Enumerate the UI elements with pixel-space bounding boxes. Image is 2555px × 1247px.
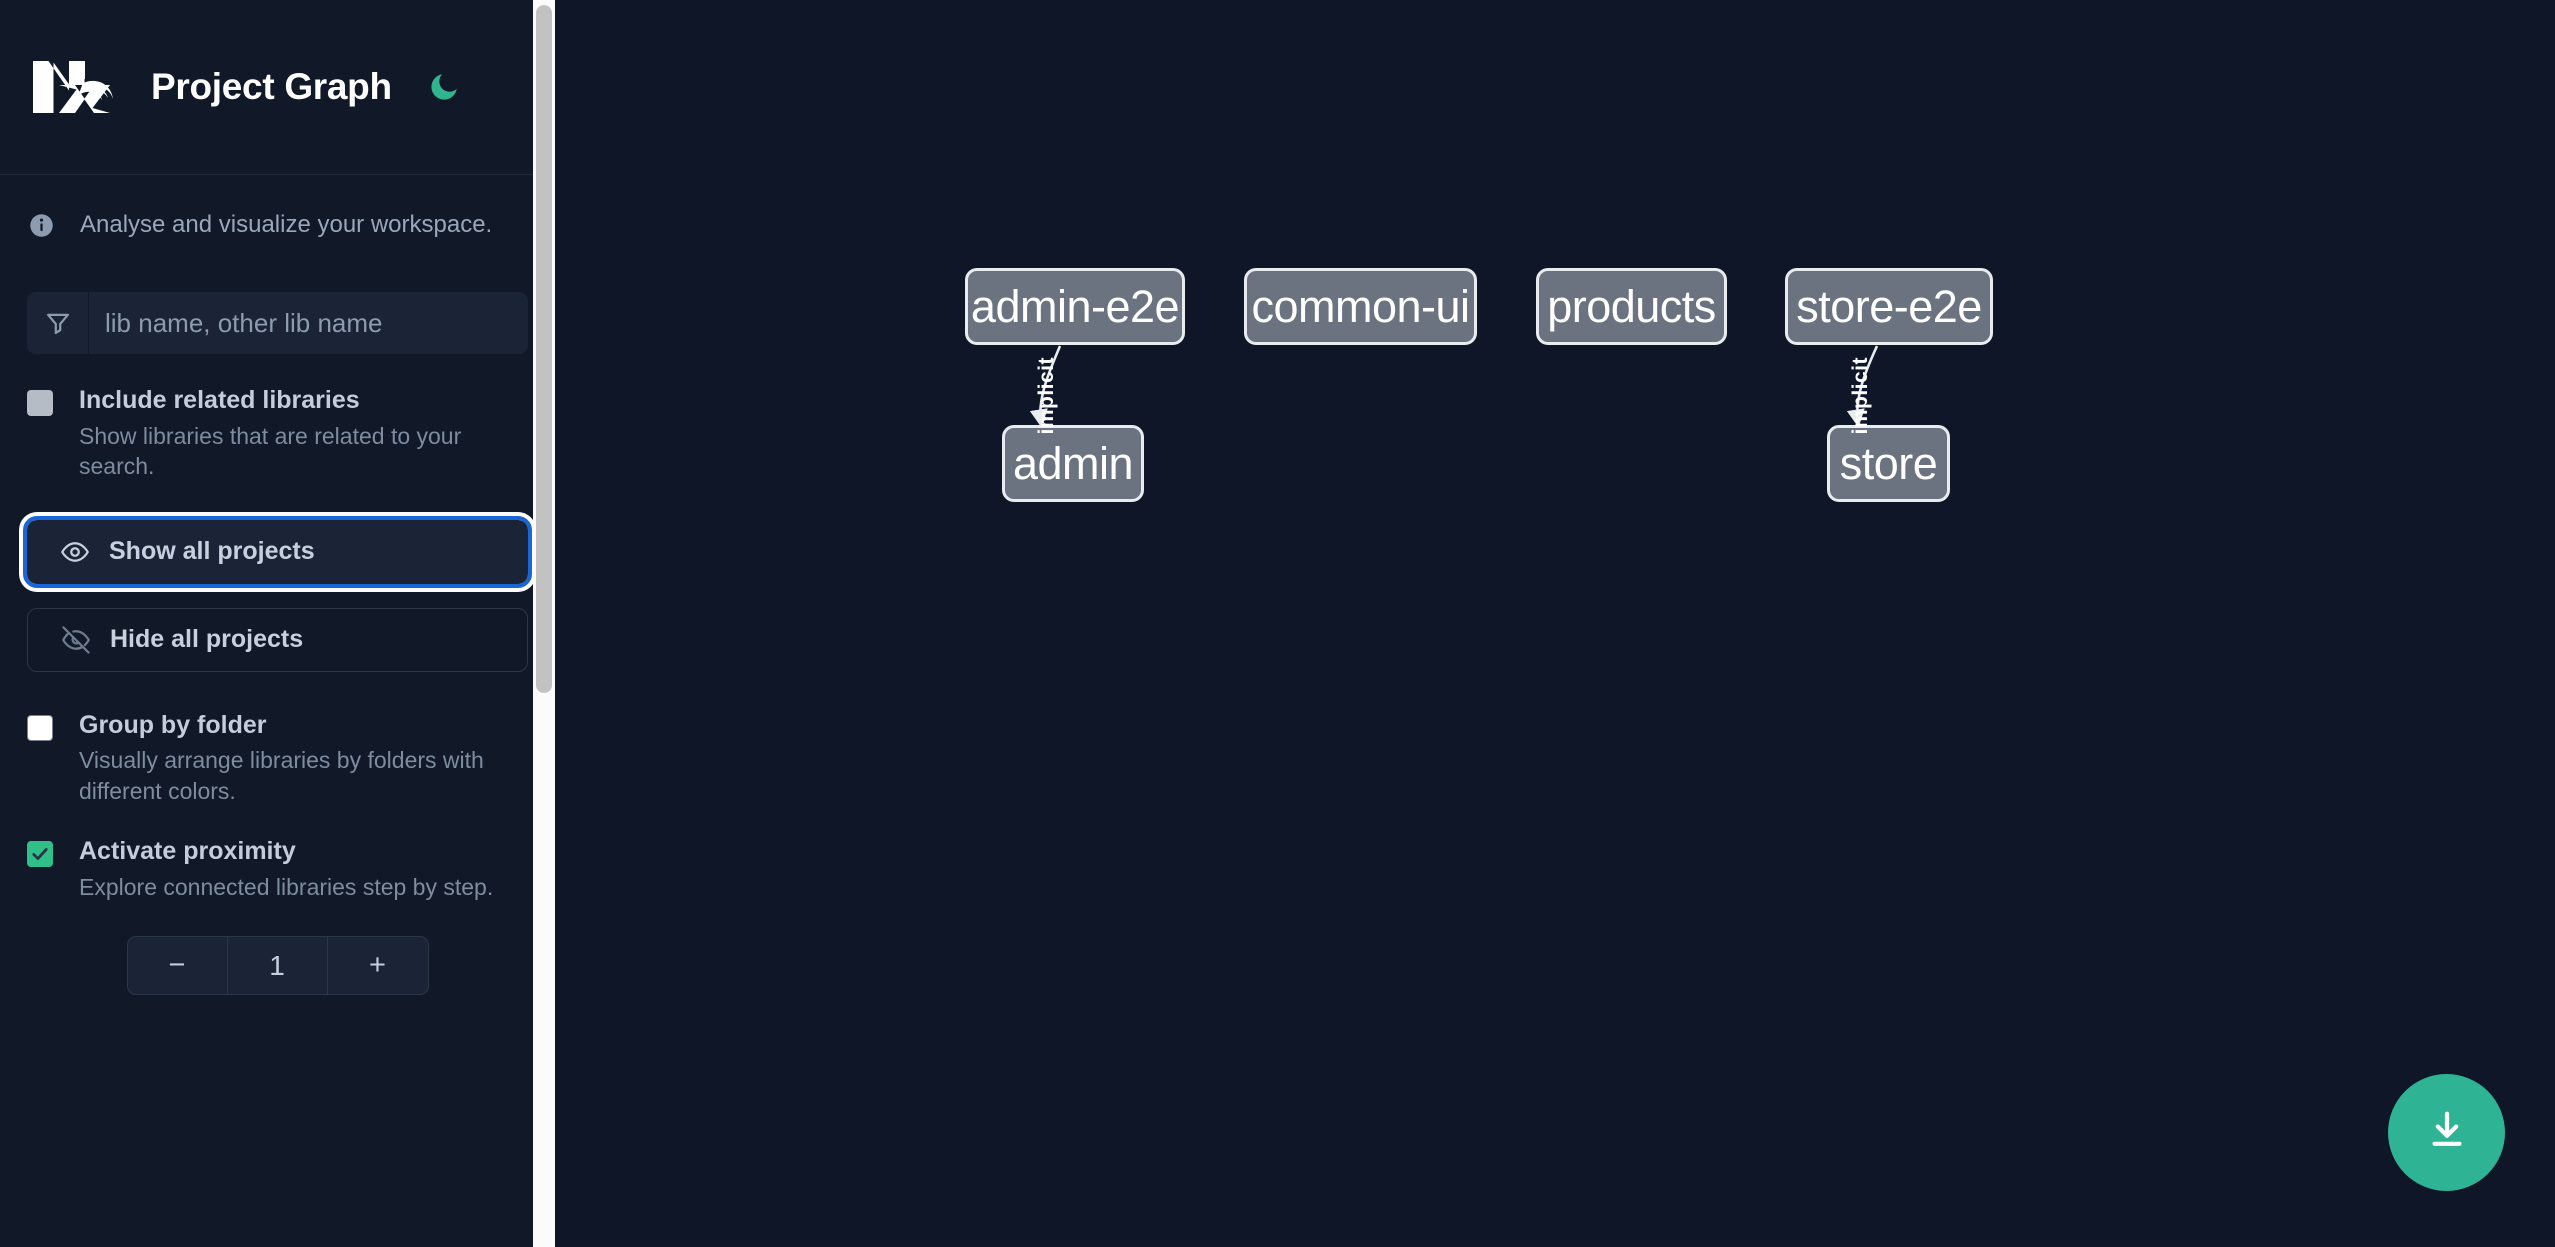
- download-graph-button[interactable]: [2388, 1074, 2505, 1191]
- graph-edges: [1029, 345, 1879, 428]
- graph-node-label: admin: [1012, 437, 1134, 489]
- sidebar-tagline: Analyse and visualize your workspace.: [0, 175, 555, 275]
- graph-node-admin[interactable]: admin: [1002, 425, 1144, 502]
- stepper-value: 1: [228, 937, 328, 995]
- checkbox-include-related-libraries[interactable]: [27, 390, 53, 416]
- option-title: Group by folder: [79, 710, 267, 739]
- graph-canvas[interactable]: admin-e2e common-ui products store-e2e admin…: [555, 0, 2555, 1247]
- edge-label-admin-e2e__admin: implicit: [1035, 357, 1058, 435]
- filter-funnel-icon: [27, 292, 89, 354]
- graph-node-common-ui[interactable]: common-ui: [1244, 268, 1477, 345]
- option-title: Include related libraries: [79, 386, 360, 414]
- page-title: Project Graph: [151, 66, 392, 107]
- hide-all-projects-label: Hide all projects: [110, 625, 304, 654]
- proximity-stepper: − 1 +: [126, 936, 429, 996]
- graph-node-products[interactable]: products: [1536, 268, 1727, 345]
- search-input[interactable]: [89, 292, 528, 354]
- option-include-related-libraries[interactable]: Include related libraries Show libraries…: [27, 385, 528, 482]
- sidebar-header: Project Graph: [0, 0, 555, 175]
- graph-node-label: store: [1839, 437, 1938, 489]
- option-texts: Activate proximity Explore connected lib…: [79, 836, 493, 902]
- graph-node-label: admin-e2e: [970, 280, 1180, 332]
- info-icon: [28, 212, 55, 239]
- sidebar: Project Graph Analyse and visualize your…: [0, 0, 555, 1247]
- checkbox-activate-proximity[interactable]: [27, 841, 53, 868]
- download-icon: [2424, 1107, 2470, 1158]
- option-description: Explore connected libraries step by step…: [79, 873, 494, 900]
- option-texts: Include related libraries Show libraries…: [79, 385, 528, 482]
- stepper-decrement-button[interactable]: −: [128, 937, 228, 995]
- option-group-by-folder[interactable]: Group by folder Visually arrange librari…: [27, 710, 528, 807]
- nx-logo-icon: [28, 51, 116, 123]
- option-description: Show libraries that are related to your …: [79, 422, 462, 480]
- sidebar-body: Include related libraries Show libraries…: [0, 292, 555, 996]
- edge-label-store-e2e__store: implicit: [1849, 357, 1872, 435]
- stepper-increment-button[interactable]: +: [369, 949, 386, 982]
- graph-node-label: products: [1547, 280, 1716, 332]
- option-activate-proximity[interactable]: Activate proximity Explore connected lib…: [27, 836, 528, 902]
- filter-row: [27, 292, 528, 354]
- show-all-projects-button[interactable]: Show all projects: [23, 515, 532, 588]
- moon-icon[interactable]: [422, 65, 466, 109]
- hide-all-projects-button[interactable]: Hide all projects: [27, 607, 528, 672]
- eye-icon: [53, 537, 97, 567]
- eye-off-icon: [54, 625, 98, 655]
- checkbox-group-by-folder[interactable]: [27, 714, 53, 741]
- sidebar-scrollbar-track[interactable]: [533, 0, 555, 1247]
- graph-node-label: store-e2e: [1796, 280, 1982, 332]
- tagline-text: Analyse and visualize your workspace.: [80, 211, 493, 238]
- graph-node-store[interactable]: store: [1827, 425, 1950, 502]
- graph-node-store-e2e[interactable]: store-e2e: [1785, 268, 1993, 345]
- sidebar-scrollbar-thumb[interactable]: [536, 5, 552, 693]
- show-all-projects-label: Show all projects: [109, 537, 315, 566]
- option-title: Activate proximity: [79, 837, 296, 866]
- option-texts: Group by folder Visually arrange librari…: [79, 710, 528, 807]
- proximity-stepper-wrap: − 1 +: [27, 936, 528, 996]
- option-description: Visually arrange libraries by folders wi…: [79, 747, 484, 804]
- graph-node-label: common-ui: [1251, 280, 1470, 332]
- graph-node-admin-e2e[interactable]: admin-e2e: [965, 268, 1185, 345]
